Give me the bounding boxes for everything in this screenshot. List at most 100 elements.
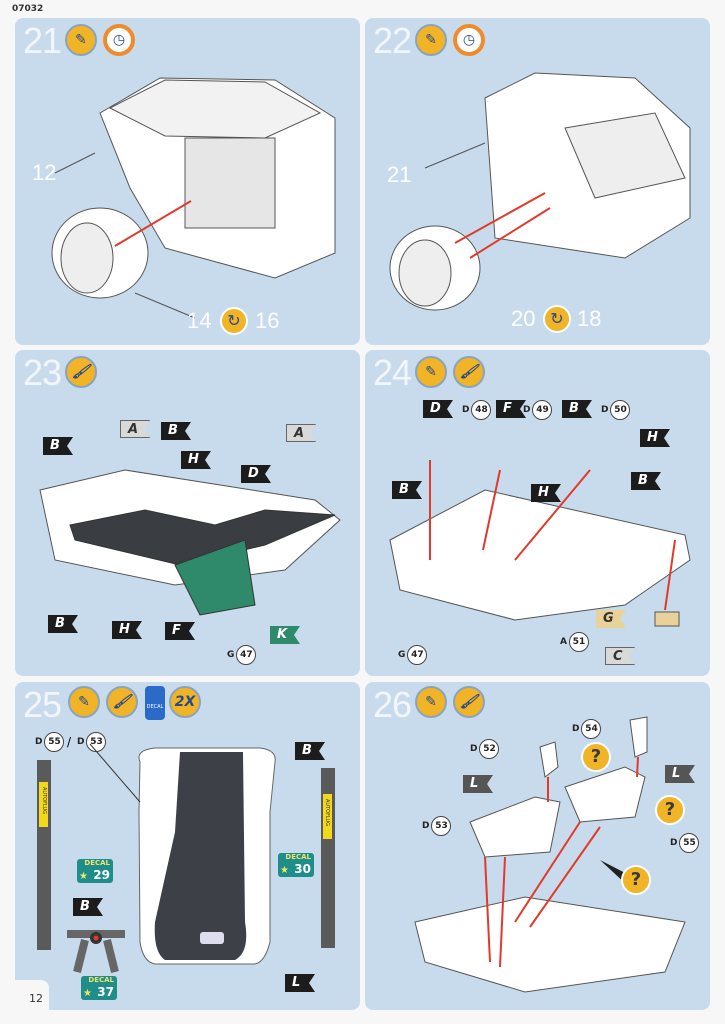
sprue-letter: G <box>398 650 406 660</box>
flag-G: G <box>596 610 626 628</box>
question-icon: ? <box>581 742 611 772</box>
part-number: 54 <box>581 719 602 739</box>
part-number: 52 <box>479 739 500 759</box>
decal-number: 37 <box>97 985 114 999</box>
document-code: 07032 <box>12 4 44 14</box>
flag-D: D <box>241 465 271 483</box>
star-icon: ★ <box>83 988 92 999</box>
sprue-letter: D <box>35 737 43 747</box>
sprue-letter: D <box>523 405 531 415</box>
sprue-letter: D <box>422 821 430 831</box>
front-suspension-illustration <box>389 72 691 311</box>
wheel-to-label: 16 <box>255 308 280 333</box>
star-icon: ★ <box>79 871 88 882</box>
star-icon: ★ <box>280 865 289 876</box>
sprue-letter: D <box>572 724 580 734</box>
paint-brush-icon: 🖌 <box>106 686 138 718</box>
separator: / <box>67 735 72 749</box>
part-number: 53 <box>431 816 452 836</box>
flag-B: B <box>161 422 191 440</box>
paint-brush-icon: 🖌 <box>453 686 485 718</box>
part-number: 47 <box>407 645 428 665</box>
decal-number: 30 <box>294 862 311 876</box>
step-number: 22 <box>373 20 412 61</box>
flag-B: B <box>562 400 592 418</box>
flag-H: H <box>112 621 142 639</box>
glue-icon: ✎ <box>415 686 447 718</box>
flag-B: B <box>43 437 73 455</box>
rear-suspension-illustration <box>51 77 336 319</box>
decal-softener-icon: DECAL <box>145 686 165 720</box>
rotate-icon: ↻ <box>220 307 248 335</box>
glue-icon: ✎ <box>65 24 97 56</box>
part-label: 12 <box>32 160 57 185</box>
floor-pan-illustration <box>389 460 691 627</box>
sprue-letter: D <box>670 838 678 848</box>
part-number: 49 <box>532 400 553 420</box>
clock-icon: ◷ <box>453 24 485 56</box>
step-number: 26 <box>373 684 412 725</box>
decal-label: DECAL <box>84 859 110 867</box>
step-21-panel: 21 ✎ ◷ 12 14 ↻ 16 <box>15 18 360 345</box>
decal-label: DECAL <box>88 976 114 984</box>
wheel-from-label: 20 <box>511 306 536 331</box>
decal-label: DECAL <box>285 853 311 861</box>
part-number: 55 <box>44 732 65 752</box>
flag-L: L <box>285 974 315 992</box>
sprue-letter: D <box>77 737 85 747</box>
clock-icon: ◷ <box>103 24 135 56</box>
step-number: 23 <box>23 352 62 393</box>
decal-number: 29 <box>93 868 110 882</box>
wheel-to-label: 18 <box>577 306 602 331</box>
step-22-panel: 22 ✎ ◷ 21 20 ↻ 18 <box>365 18 710 345</box>
glue-icon: ✎ <box>68 686 100 718</box>
seat-installation-illustration <box>414 716 686 993</box>
flag-B: B <box>295 742 325 760</box>
flag-D: D <box>423 400 453 418</box>
part-number: 51 <box>568 632 589 652</box>
flag-H: H <box>181 451 211 469</box>
page-number: 12 <box>15 980 49 1010</box>
flag-B: B <box>631 472 661 490</box>
step-number: 25 <box>23 684 62 725</box>
flag-H: H <box>640 429 670 447</box>
seat-illustration: AUTOFLUG AUTOFLUG <box>37 743 335 973</box>
flag-H: H <box>531 484 561 502</box>
belt-label: AUTOFLUG <box>324 799 330 826</box>
part-number: 47 <box>236 645 257 665</box>
part-label: 21 <box>387 162 412 187</box>
flag-B: B <box>73 898 103 916</box>
step-number: 21 <box>23 20 62 61</box>
floor-pan-illustration <box>39 469 341 616</box>
part-number: 55 <box>679 833 700 853</box>
flag-L: L <box>665 765 695 783</box>
sprue-letter: D <box>462 405 470 415</box>
flag-B: B <box>392 481 422 499</box>
rotate-icon: ↻ <box>543 305 571 333</box>
flag-K: K <box>270 626 300 644</box>
question-icon: ? <box>621 865 651 895</box>
wheel-from-label: 14 <box>187 308 212 333</box>
paint-brush-icon: 🖌 <box>453 356 485 388</box>
part-number: 48 <box>471 400 492 420</box>
flag-L: L <box>463 775 493 793</box>
paint-brush-icon: 🖌 <box>65 356 97 388</box>
flag-F: F <box>496 400 526 418</box>
belt-label: AUTOFLUG <box>41 787 47 814</box>
glue-icon: ✎ <box>415 356 447 388</box>
